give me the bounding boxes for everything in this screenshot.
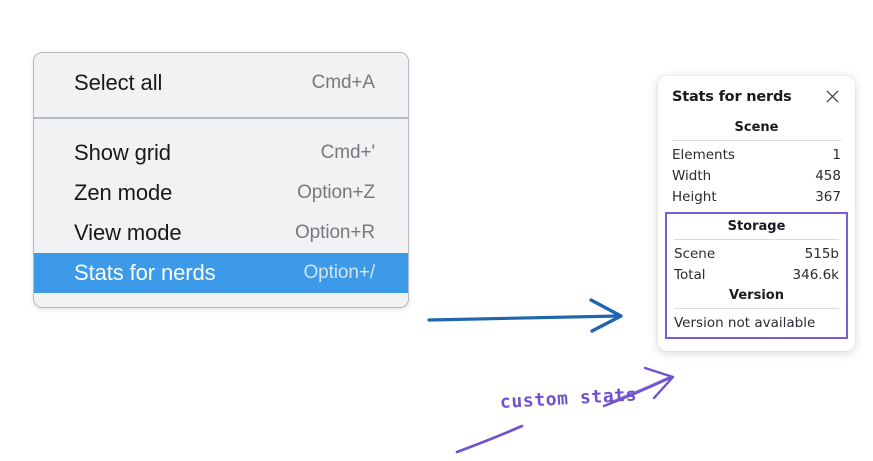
stat-label: Width: [672, 167, 712, 184]
stat-label: Elements: [672, 146, 735, 163]
stat-value: 346.6k: [792, 266, 839, 283]
stat-label: Total: [674, 266, 706, 283]
panel-title: Stats for nerds: [672, 88, 792, 105]
scene-heading: Scene: [734, 120, 779, 135]
stats-for-nerds-panel[interactable]: Stats for nerds Scene Elements 1 Width 4…: [658, 76, 855, 351]
stat-value: 367: [815, 188, 841, 205]
menu-item-view-mode[interactable]: View mode Option+R: [34, 213, 408, 253]
menu-item-shortcut: Cmd+A: [311, 72, 375, 93]
stat-value: 1: [832, 146, 841, 163]
storage-divider: [674, 239, 839, 240]
stat-row-storage-total: Total 346.6k: [674, 264, 839, 285]
version-heading: Version: [729, 288, 784, 303]
storage-section: Storage Scene 515b Total 346.6k: [674, 216, 839, 285]
menu-group-view: Show grid Cmd+' Zen mode Option+Z View m…: [34, 119, 408, 307]
menu-item-label: Show grid: [74, 140, 171, 165]
menu-item-label: View mode: [74, 220, 182, 245]
version-divider: [674, 308, 839, 309]
stat-row-height: Height 367: [672, 186, 841, 207]
version-section: Version Version not available: [674, 285, 839, 332]
menu-item-label: Zen mode: [74, 180, 173, 205]
stat-row-storage-scene: Scene 515b: [674, 243, 839, 264]
menu-group-primary: Select all Cmd+A: [34, 53, 408, 117]
menu-item-zen-mode[interactable]: Zen mode Option+Z: [34, 173, 408, 213]
context-menu[interactable]: Select all Cmd+A Show grid Cmd+' Zen mod…: [33, 52, 409, 308]
stat-label: Height: [672, 188, 717, 205]
menu-item-label: Select all: [74, 70, 163, 95]
close-icon[interactable]: [824, 88, 841, 105]
version-text: Version not available: [674, 315, 816, 331]
blue-arrow: [427, 298, 623, 333]
custom-stats-annotation-label: custom stats: [499, 384, 638, 413]
purple-underline-stroke: [455, 424, 524, 454]
custom-stats-highlight-box: Storage Scene 515b Total 346.6k Version …: [665, 212, 848, 339]
stat-value: 458: [815, 167, 841, 184]
menu-item-shortcut: Option+R: [295, 222, 375, 243]
scene-divider: [672, 140, 841, 141]
stat-value: 515b: [804, 245, 839, 262]
scene-section: Scene Elements 1 Width 458 Height 367: [672, 117, 841, 207]
stat-label: Scene: [674, 245, 716, 262]
stat-row-elements: Elements 1: [672, 144, 841, 165]
menu-item-label: Stats for nerds: [74, 260, 216, 285]
panel-header: Stats for nerds: [672, 88, 841, 105]
menu-separator: [34, 117, 408, 119]
menu-item-shortcut: Cmd+': [320, 142, 375, 163]
menu-item-shortcut: Option+Z: [297, 182, 375, 203]
menu-item-stats-for-nerds[interactable]: Stats for nerds Option+/: [34, 253, 408, 293]
stat-row-width: Width 458: [672, 165, 841, 186]
menu-item-shortcut: Option+/: [303, 262, 375, 283]
storage-heading: Storage: [727, 219, 786, 234]
menu-item-show-grid[interactable]: Show grid Cmd+': [34, 133, 408, 173]
menu-item-select-all[interactable]: Select all Cmd+A: [34, 63, 408, 103]
